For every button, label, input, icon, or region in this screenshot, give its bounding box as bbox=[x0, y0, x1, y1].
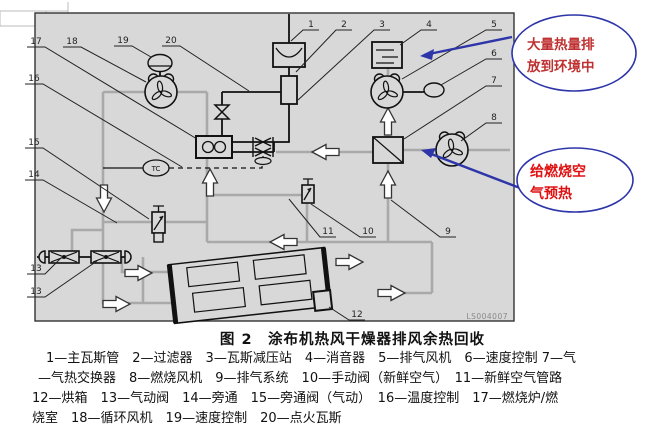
figure-legend: 1—主瓦斯管 2—过滤器 3—瓦斯减压站 4—消音器 5—排气风机 6—速度控制… bbox=[30, 349, 635, 429]
oven-symbol bbox=[166, 246, 334, 325]
part-number-label: 20 bbox=[165, 36, 177, 46]
pneumatic-valve-symbol-b bbox=[90, 250, 132, 264]
speed-control-symbol bbox=[423, 82, 445, 98]
part-number-label: 3 bbox=[379, 20, 385, 30]
part-number-label: 13 bbox=[30, 264, 41, 274]
part-number-label: 14 bbox=[28, 170, 40, 180]
legend-line: 12—烘箱 13—气动阀 14—旁通 15—旁通阀（气动） 16—温度控制 17… bbox=[32, 391, 559, 406]
part-number-label: 18 bbox=[66, 37, 78, 47]
part-number-label: 17 bbox=[30, 37, 41, 47]
part-number-label: 13 bbox=[30, 287, 41, 297]
control-signal-dashed-line bbox=[169, 164, 263, 169]
callout-arrowhead-icon bbox=[421, 148, 436, 158]
part-number-label: 12 bbox=[351, 310, 362, 320]
legend-line: —气热交换器 8—燃烧风机 9—排气系统 10—手动阀（新鲜空气） 11—新鲜空… bbox=[38, 371, 563, 386]
callout-heat-loss: 大量热量排 放到环境中 bbox=[420, 14, 637, 92]
part-number-label: 1 bbox=[308, 20, 314, 30]
leader-lines bbox=[25, 29, 502, 321]
gas-pressure-station-symbol bbox=[280, 75, 298, 105]
temperature-control-symbol: TC bbox=[142, 159, 170, 177]
silencer-symbol bbox=[371, 41, 403, 69]
part-number-label: 5 bbox=[491, 20, 497, 30]
part-number-label: 16 bbox=[28, 74, 40, 84]
callout-arrow bbox=[423, 35, 513, 57]
bypass-valve-pneumatic-symbol bbox=[151, 205, 166, 243]
part-number-label: 11 bbox=[322, 227, 333, 237]
part-number-label: 9 bbox=[445, 227, 451, 237]
part-number-label: 8 bbox=[491, 113, 497, 123]
part-number-label: 19 bbox=[117, 36, 129, 46]
legend-line: 1—主瓦斯管 2—过滤器 3—瓦斯减压站 4—消音器 5—排气风机 6—速度控制… bbox=[46, 351, 577, 366]
speed-control-gauge-symbol bbox=[147, 53, 173, 73]
gas-valve-pair-symbol bbox=[252, 137, 274, 166]
part-number-label: 2 bbox=[341, 20, 347, 30]
exhaust-fan-symbol bbox=[370, 73, 404, 109]
part-number-label: 6 bbox=[491, 49, 497, 59]
callout-bubble bbox=[511, 14, 637, 92]
ignition-gas-valve-symbol bbox=[213, 104, 231, 120]
part-number-label: 10 bbox=[362, 227, 374, 237]
heat-exchanger-symbol bbox=[372, 136, 404, 164]
callout-text: 气预热 bbox=[529, 185, 572, 202]
pneumatic-valve-symbol-a bbox=[38, 250, 80, 264]
drawing-code: LS004007 bbox=[466, 312, 508, 321]
callout-text: 放到环境中 bbox=[526, 58, 595, 75]
combustion-chamber-symbol bbox=[195, 135, 233, 159]
legend-line: 烧室 18—循环风机 19—速度控制 20—点火瓦斯 bbox=[32, 411, 342, 426]
callout-text: 给燃烧空 bbox=[530, 163, 586, 180]
callout-bubble bbox=[516, 147, 634, 213]
part-number-label: 7 bbox=[491, 76, 497, 86]
figure-caption: 图 2 涂布机热风干燥器排风余热回收 bbox=[219, 332, 486, 348]
manual-valve-symbol bbox=[301, 178, 315, 204]
part-number-label: 4 bbox=[426, 20, 432, 30]
callout-preheat: 给燃烧空 气预热 bbox=[421, 147, 634, 213]
callout-text: 大量热量排 bbox=[527, 36, 595, 53]
part-number-label: 15 bbox=[28, 138, 39, 148]
tc-label: TC bbox=[151, 165, 161, 173]
filter-symbol bbox=[272, 42, 306, 68]
callout-arrow bbox=[425, 150, 521, 190]
circulation-fan-symbol bbox=[144, 73, 178, 109]
callout-arrowhead-icon bbox=[420, 49, 434, 60]
part-number-labels: 1 2 3 4 5 6 7 8 9 10 11 12 13 13 14 15 1… bbox=[28, 20, 497, 320]
